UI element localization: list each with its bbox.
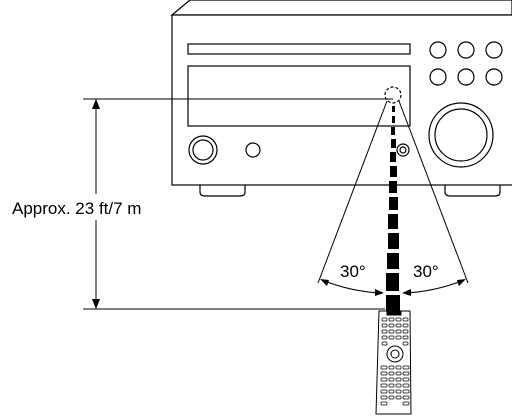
display-window — [187, 65, 411, 127]
button-4 — [429, 68, 447, 86]
receiver-top-face — [170, 0, 512, 16]
cone-left-edge — [317, 100, 388, 284]
headphone-jack — [245, 142, 261, 158]
cone-right-edge — [398, 100, 469, 284]
right-arc-arrow-start — [402, 289, 411, 296]
right-arc-arrow-end — [457, 279, 466, 286]
left-arc-arrow-start — [320, 279, 329, 286]
button-3 — [485, 41, 503, 59]
volume-knob-inner — [434, 108, 488, 162]
aux-jack — [396, 143, 410, 157]
power-button-inner — [192, 139, 214, 161]
aux-jack-inner — [399, 146, 407, 154]
power-button — [188, 135, 218, 165]
left-angle-label: 30° — [340, 262, 366, 281]
left-arc-arrow-end — [375, 289, 384, 296]
dimension-arrow-bottom — [92, 299, 100, 309]
button-2 — [457, 41, 475, 59]
right-angle-label: 30° — [413, 262, 439, 281]
ir-beam — [386, 106, 400, 312]
remote-top-buttons — [381, 317, 409, 346]
left-foot — [199, 185, 246, 197]
distance-label-background — [10, 194, 182, 220]
remote-sensor — [384, 86, 402, 104]
dimension-arrow-top — [92, 99, 100, 109]
remote-emitter — [386, 310, 402, 316]
right-angle-label-bg — [410, 260, 450, 282]
button-1 — [429, 41, 447, 59]
viewing-cone — [317, 100, 469, 296]
remote-lower-buttons — [380, 365, 410, 406]
receiver-unit — [170, 0, 512, 197]
button-6 — [485, 68, 503, 86]
remote-control — [375, 310, 412, 415]
button-5 — [457, 68, 475, 86]
remote-nav-center — [390, 349, 400, 359]
right-foot — [444, 185, 501, 197]
disc-slot — [187, 43, 411, 55]
receiver-front-panel — [171, 14, 512, 186]
volume-knob-outer — [428, 102, 494, 168]
left-angle-label-bg — [338, 260, 378, 282]
distance-label: Approx. 23 ft/7 m — [12, 199, 141, 218]
